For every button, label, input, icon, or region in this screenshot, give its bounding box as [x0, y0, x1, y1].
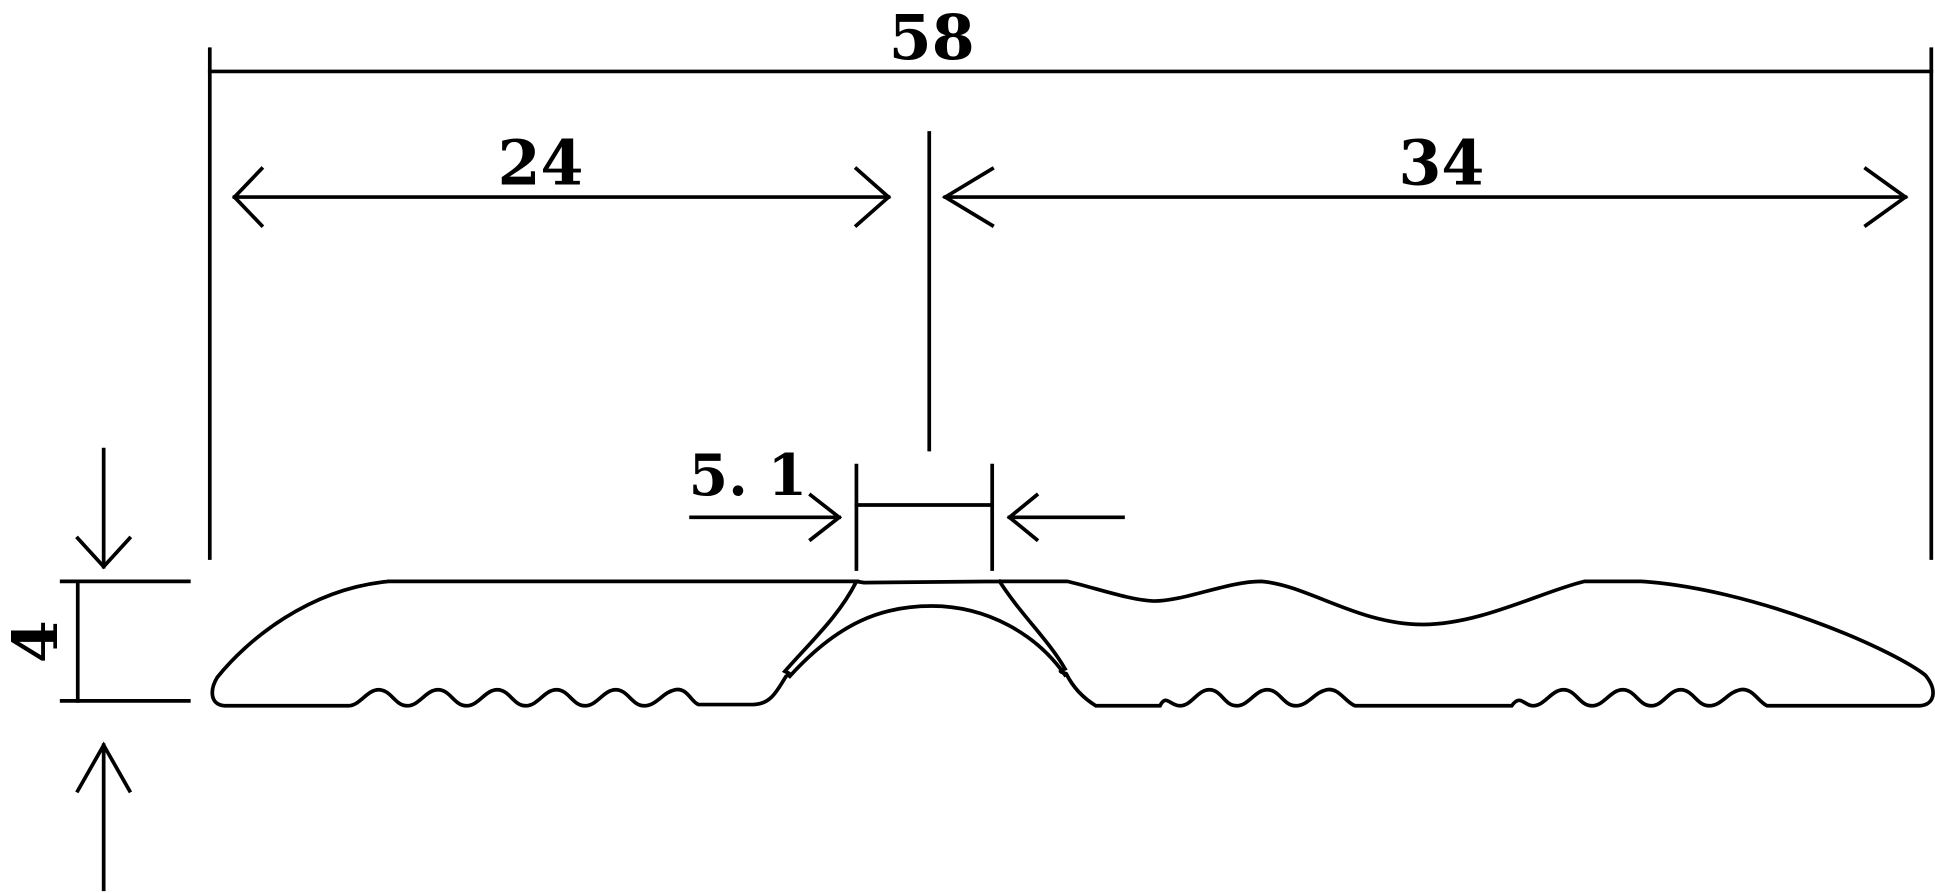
dimension-center-slot: 5. 1 [689, 443, 1125, 571]
arrowhead-down-icon [75, 535, 133, 570]
arrowhead-right-icon [1863, 166, 1909, 228]
dimension-left-section: 24 [231, 127, 892, 229]
dimension-right-section: 34 [941, 127, 1909, 228]
dimension-height: 4 [0, 447, 191, 892]
inner-arch [787, 604, 1068, 679]
dimension-label-34: 34 [1398, 127, 1484, 200]
profile-cross-section [210, 578, 1935, 708]
arrowhead-left-icon [941, 166, 995, 228]
dimension-label-5-1: 5. 1 [689, 443, 808, 509]
arrowhead-left-icon [231, 166, 265, 229]
arrowhead-right-icon [808, 492, 843, 543]
dimension-overall-width: 58 [207, 1, 1934, 560]
dimension-label-24: 24 [498, 127, 584, 200]
dimension-label-58: 58 [889, 1, 975, 74]
arrowhead-left-icon [1006, 492, 1040, 543]
arrowhead-up-icon [75, 741, 133, 794]
profile-outline [210, 578, 1935, 708]
arrowhead-right-icon [853, 166, 892, 229]
dimension-label-4: 4 [0, 620, 72, 663]
